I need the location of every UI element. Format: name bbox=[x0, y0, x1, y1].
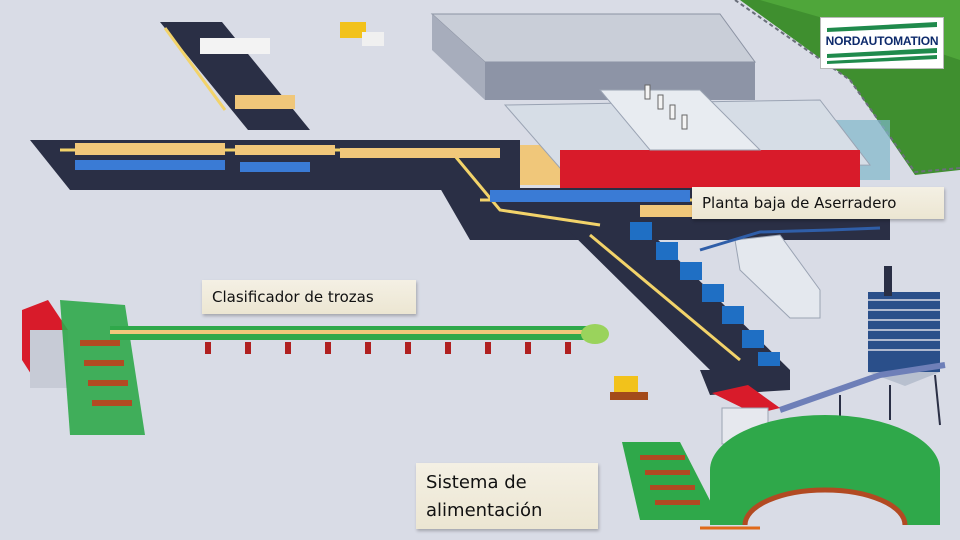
logo-wordmark: NORDAUTOMATION bbox=[825, 34, 939, 48]
feed-system bbox=[622, 385, 940, 530]
nordautomation-logo: NORDAUTOMATION bbox=[820, 17, 944, 69]
label-sawmill-ground-floor: Planta baja de Aserradero bbox=[692, 187, 944, 219]
side-shed bbox=[699, 226, 881, 319]
logo-stripes-icon bbox=[827, 22, 937, 64]
sawmill-building bbox=[503, 84, 872, 188]
boiler-tower bbox=[779, 266, 946, 426]
loader-vehicles bbox=[340, 22, 648, 400]
label-log-sorter: Clasificador de trozas bbox=[202, 280, 416, 314]
label-feed-system: Sistema de alimentación bbox=[416, 463, 598, 529]
warehouse-building bbox=[430, 13, 756, 100]
log-sorter-line bbox=[22, 300, 609, 435]
blue-machinery bbox=[630, 222, 780, 366]
